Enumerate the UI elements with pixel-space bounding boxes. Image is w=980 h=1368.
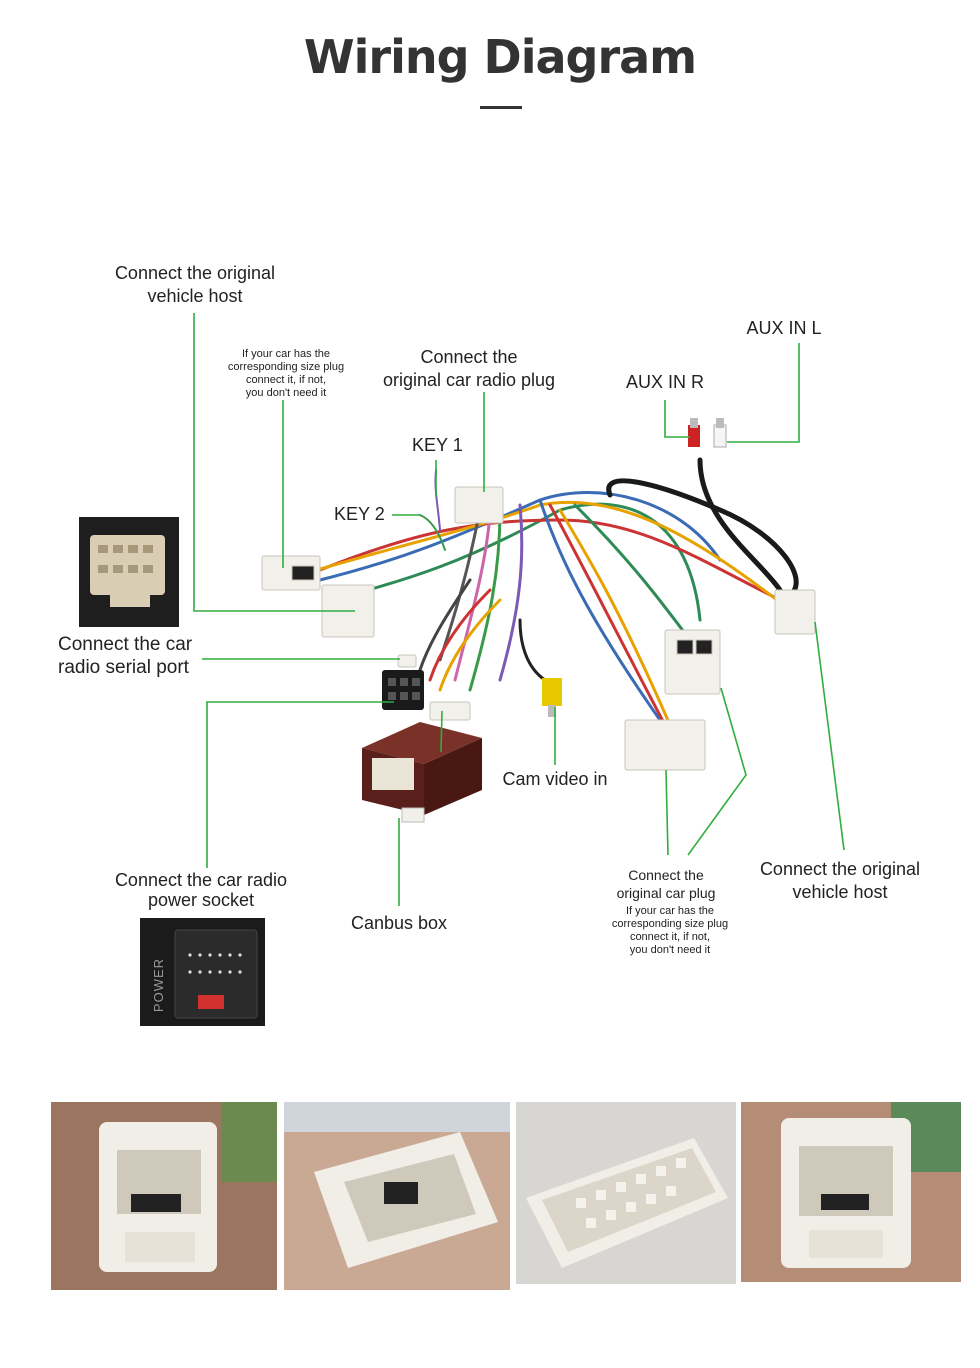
- connector-photo-3-art: [516, 1102, 736, 1284]
- black-connector: [382, 670, 424, 710]
- connector-photo-1-art: [51, 1102, 277, 1290]
- label-car-plug: Connect the original car plug: [600, 866, 732, 902]
- label-vehicle-host-right: Connect the original vehicle host: [750, 858, 930, 904]
- callout-lines: [193, 313, 845, 906]
- wire-bundle: [298, 457, 799, 727]
- connector-photo-4-art: [741, 1102, 961, 1282]
- page-title: Wiring Diagram: [303, 30, 697, 84]
- label-key1: KEY 1: [412, 435, 463, 455]
- connector-photo-3: [516, 1102, 736, 1284]
- connector-photo-4: [741, 1102, 961, 1282]
- label-power-socket-text: Connect the car radio power socket: [114, 870, 288, 910]
- rca-plugs: [542, 418, 727, 717]
- power-text: POWER: [151, 958, 166, 1012]
- label-radio-plug: Connect the original car radio plug: [376, 346, 562, 392]
- label-radio-plug-text: Connect the original car radio plug: [382, 347, 556, 390]
- label-optional-top: If your car has the corresponding size p…: [216, 348, 356, 400]
- label-cam-video: Cam video in: [502, 769, 608, 789]
- canbus-box: [362, 722, 482, 823]
- serial-port-photo: [79, 517, 179, 627]
- label-car-plug-text: Connect the original car plug: [616, 867, 716, 901]
- label-power-socket: Connect the car radio power socket: [106, 870, 296, 910]
- label-serial-port-text: Connect the car radio serial port: [58, 634, 193, 678]
- label-vehicle-host-right-text: Connect the original vehicle host: [759, 859, 921, 902]
- label-vehicle-host-top-text: Connect the original vehicle host: [114, 263, 276, 306]
- label-aux-in-r: AUX IN R: [625, 372, 704, 392]
- title-underline: [480, 106, 522, 109]
- label-vehicle-host-top: Connect the original vehicle host: [110, 262, 280, 308]
- label-key2: KEY 2: [334, 504, 385, 524]
- label-canbus: Canbus box: [350, 913, 448, 933]
- label-optional-bottom-text: If your car has the corresponding size p…: [611, 905, 729, 956]
- label-optional-top-text: If your car has the corresponding size p…: [227, 348, 345, 399]
- label-optional-bottom: If your car has the corresponding size p…: [600, 905, 740, 957]
- connector-photo-1: [51, 1102, 277, 1290]
- connector-photo-2-art: [284, 1102, 510, 1290]
- power-socket-photo: POWER: [140, 918, 265, 1026]
- label-serial-port: Connect the car radio serial port: [58, 633, 218, 679]
- connectors: [261, 486, 816, 771]
- connector-photo-2: [284, 1102, 510, 1290]
- label-aux-in-l: AUX IN L: [746, 318, 822, 338]
